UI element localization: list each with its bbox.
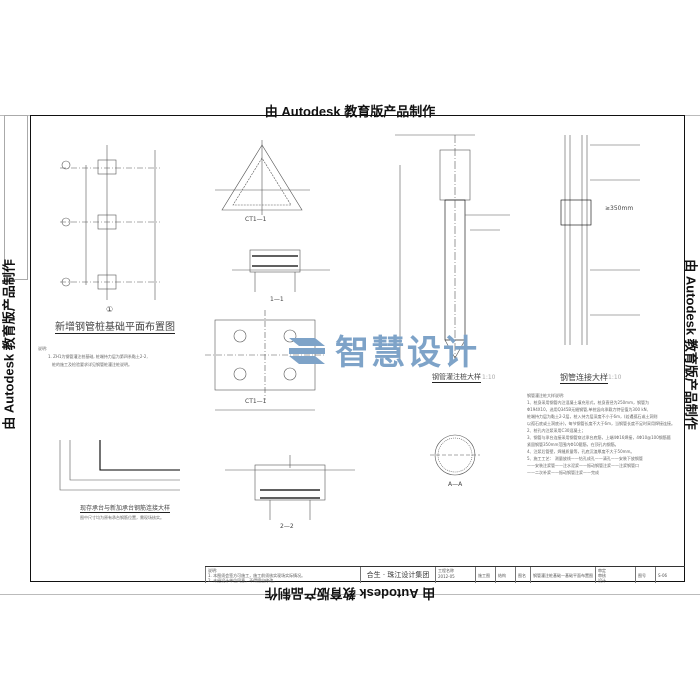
logo-mark-icon — [289, 337, 325, 364]
section-1-1 — [232, 249, 330, 292]
corner-connection-drawing — [59, 440, 180, 491]
company-name: 合生 · 珠江设计集团 — [360, 567, 435, 583]
tb-note: 说明: — [208, 568, 218, 573]
discipline: 结构 — [495, 567, 515, 583]
revision-strip — [4, 115, 28, 280]
connection-notes: 钢管灌注桩大样说明: 1、桩身采用钢管内注混凝土填充形式，桩身直径为250mm，… — [527, 392, 675, 476]
connection-notes-title: 钢管灌注桩大样说明: — [527, 393, 565, 398]
connection-note: 5、施工工艺： 测量放线——钻孔成孔——清孔——安装下放钢管 — [527, 456, 643, 461]
tb-note: 2. 未经设计单位同意，不得擅自修改。 — [208, 578, 278, 583]
connection-note: 2、桩孔内注浆采用C30混凝土； — [527, 428, 586, 433]
pile-cap-plan — [205, 310, 325, 411]
title-block-notes: 说明: 1. 本图须会签方可施工，施工前须核实现场实际情况。 2. 未经设计单位… — [205, 567, 360, 583]
connection-detail-title: 钢管连接大样 — [560, 373, 608, 384]
ct-label-top: CT1—1 — [245, 216, 267, 223]
check-signatures: 审定 审核 设计 — [595, 567, 635, 583]
triangle-pile-cap — [215, 140, 310, 215]
connection-note: 1、桩身采用钢管内注混凝土填充形式，桩身直径为250mm，钢管为 — [527, 400, 649, 405]
connection-note: ——二次补浆——振动钢管注浆——完成 — [527, 470, 599, 475]
project-label: 工程名称 — [438, 568, 454, 573]
brand-logo: 智慧设计 — [285, 325, 479, 374]
plan-note-2: 桩的施工及检验要求详见钢管桩灌注桩说明。 — [52, 362, 132, 367]
connection-note: 紧固钢管350mm范围内Φ10箍筋，在顶孔内钢筋。 — [527, 442, 619, 447]
foundation-plan-drawing — [60, 145, 160, 300]
connection-note: ——安装注浆管——注水泥浆——振动钢管注浆——注浆钢管口 — [527, 463, 639, 468]
connection-detail-scale: 1:10 — [608, 374, 622, 381]
plan-number: ① — [106, 305, 114, 314]
logo-text: 智慧设计 — [335, 333, 479, 373]
connection-note: 桩端持力层为黏土2-2层，桩入持力层深度不小于6m，(若遇孤石或土洞则 — [527, 414, 658, 419]
sheet-number: S-06 — [655, 567, 685, 583]
section-2-2 — [225, 455, 355, 520]
plan-note-1: 1. ZH1为钢管灌注桩基础, 桩端持力层为第四系黏土2-2, — [48, 354, 148, 359]
pile-detail-scale: 1:10 — [482, 374, 496, 381]
watermark-top: 由 Autodesk 教育版产品制作 — [264, 104, 436, 119]
connection-note: 4、注浆后管壁，焊缝质量等，孔底沉渣厚度不大于50mm。 — [527, 449, 635, 454]
connection-note: 以孤石底或土洞底计)，每节钢管长度不大于6m，当钢管长度不足时采用焊接连接。 — [527, 421, 676, 426]
drawing-name: 钢管灌注桩基础—基础平面布置图 — [530, 567, 595, 583]
connection-note: 3、钢管与承台连接采用钢管穿过承台底筋，上端4Φ16焊接，4Φ10@100钢筋箍 — [527, 435, 671, 440]
section-2-2-label: 2—2 — [280, 523, 294, 530]
plan-title: 新增钢管桩基础平面布置图 — [55, 318, 175, 334]
steel-pipe-connection-drawing — [560, 135, 640, 345]
section-1-1-label: 1—1 — [270, 296, 284, 303]
check-label: 审核 — [598, 573, 606, 578]
connection-dim: ≥350mm — [605, 205, 634, 212]
pile-elevation-drawing — [395, 134, 510, 360]
check-label: 审定 — [598, 568, 606, 573]
stage: 施工图 — [475, 567, 495, 583]
title-block: 说明: 1. 本图须会签方可施工，施工前须核实现场实际情况。 2. 未经设计单位… — [205, 566, 685, 583]
drawing-label: 图名 — [515, 567, 530, 583]
corner-detail-note: 图中尺寸均为原有承台钢筋位置，需现场核实。 — [80, 515, 164, 520]
tb-note: 1. 本图须会签方可施工，施工前须核实现场实际情况。 — [208, 573, 306, 578]
project-code-value: 2012-05 — [438, 574, 455, 579]
plan-notes-label: 说明: — [38, 346, 48, 351]
check-label: 设计 — [598, 578, 606, 583]
ct-label-plan: CT1—1 — [245, 398, 267, 405]
connection-note: Φ194X10，选用Q345B无缝钢管,单桩竖向承载力特征值为300 kN, — [527, 407, 648, 412]
section-a-a-label: A—A — [448, 481, 463, 488]
sheet-label: 图号 — [635, 567, 655, 583]
pile-detail-title: 钢管灌注桩大样 — [432, 373, 481, 383]
pile-section-a-a — [430, 434, 480, 476]
drawing-frame — [30, 115, 685, 582]
corner-detail-title: 现存承台与新加承台钢筋连接大样 — [80, 505, 171, 513]
